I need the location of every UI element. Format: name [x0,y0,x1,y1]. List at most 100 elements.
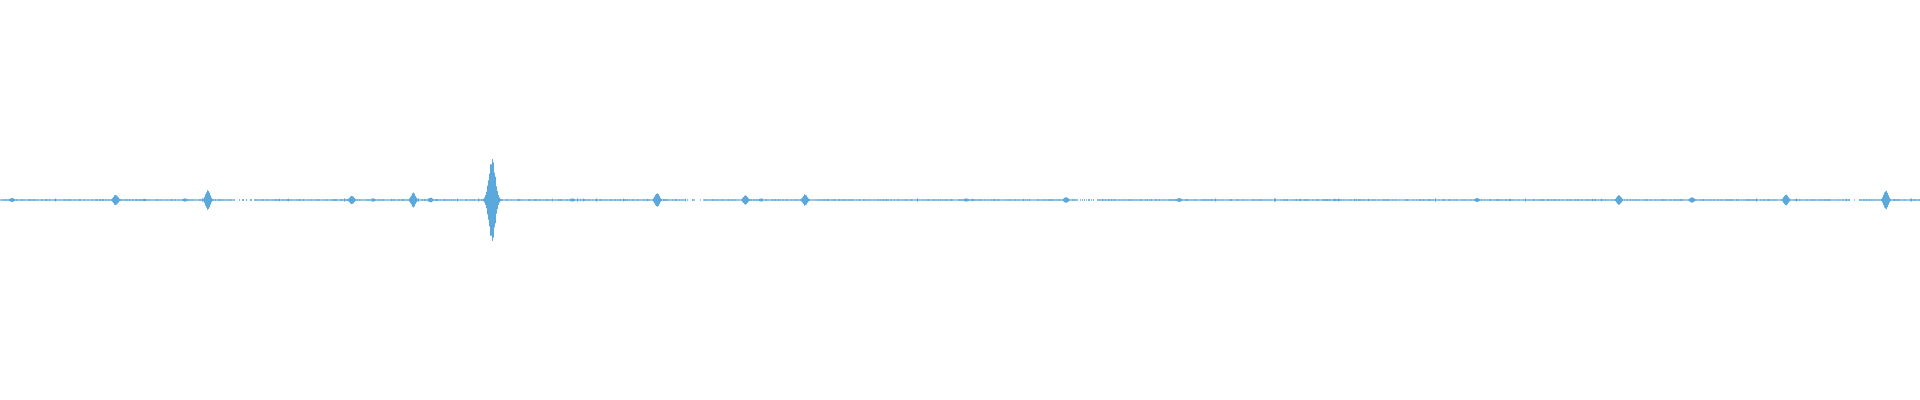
waveform-sample [1883,194,1884,206]
waveform-sample [387,199,388,201]
waveform-sample [50,199,51,201]
waveform-sample [1032,199,1033,201]
waveform-sample [874,199,875,201]
waveform-sample [870,199,871,201]
waveform-sample [657,193,658,207]
waveform-sample [1599,199,1600,201]
waveform-sample [1824,199,1825,201]
waveform-sample [404,199,405,201]
waveform-sample [217,199,218,201]
waveform-sample [365,199,366,201]
waveform-sample [1225,199,1226,201]
waveform-sample [1117,199,1118,201]
waveform-sample [1527,199,1528,201]
waveform-sample [134,199,135,201]
waveform-sample [321,199,322,201]
waveform-sample [480,199,481,201]
waveform-sample [1253,199,1254,201]
waveform-sample [331,199,332,201]
waveform-sample [1587,199,1588,201]
waveform-sample [445,199,446,201]
waveform-sample [1633,199,1634,201]
waveform-sample [650,199,651,201]
waveform-sample [1365,199,1366,201]
waveform-sample [1809,199,1810,201]
waveform-sample [205,194,206,206]
waveform-sample [1129,199,1130,201]
waveform-sample [1591,199,1592,201]
waveform-sample [1916,199,1917,201]
waveform-sample [2,199,3,201]
waveform-sample [544,199,545,201]
waveform-sample [411,195,412,205]
waveform-sample [191,199,192,201]
waveform-sample [1290,199,1291,201]
waveform-sample [604,199,605,201]
waveform-sample [897,199,898,201]
waveform-sample [1566,199,1567,201]
waveform-sample [281,199,282,201]
waveform-sample [521,199,522,201]
waveform-sample [1483,199,1484,201]
waveform-sample [316,199,317,201]
waveform-sample [290,199,291,201]
waveform-sample [1411,199,1412,201]
waveform-sample [1843,199,1844,201]
waveform-sample [485,195,486,205]
waveform-sample [348,198,349,202]
waveform-sample [627,199,628,201]
waveform-sample [432,198,433,202]
waveform-sample [739,199,740,201]
waveform-sample [794,199,795,201]
waveform-sample [1308,199,1309,201]
waveform-sample [175,199,176,201]
waveform-sample [589,199,590,201]
waveform-sample [313,199,314,201]
waveform-sample [1455,199,1456,201]
waveform-sample [636,199,637,201]
waveform-sample [1668,199,1669,201]
waveform-sample [132,199,133,201]
waveform-sample [1382,199,1383,201]
waveform-sample [1656,199,1657,201]
waveform-sample [1463,199,1464,201]
waveform-sample [629,199,630,201]
waveform-sample [1157,199,1158,201]
waveform-sample [1106,199,1107,201]
waveform-sample [1440,199,1441,201]
waveform-sample [1598,199,1599,201]
waveform-sample [549,199,550,201]
waveform-sample [720,199,721,201]
waveform-sample [1164,199,1165,201]
waveform-sample [744,195,745,205]
waveform-sample [1005,199,1006,201]
waveform-sample [1523,199,1524,201]
waveform-sample [1177,198,1178,202]
waveform-sample [977,199,978,201]
waveform-sample [479,199,480,201]
waveform-sample [1072,199,1073,201]
waveform-sample [783,199,784,201]
waveform-sample [1746,199,1747,201]
waveform-sample [301,199,302,201]
waveform-sample [1507,199,1508,201]
waveform-sample [729,199,730,201]
waveform-sample [1703,199,1704,201]
waveform-sample [886,199,887,201]
waveform-sample [851,199,852,201]
waveform-sample [1722,199,1723,201]
waveform-sample [1878,199,1879,201]
waveform-sample [687,199,688,201]
waveform-sample [1679,199,1680,201]
waveform-sample [52,199,53,201]
waveform-sample [900,199,901,201]
waveform-sample [1352,199,1353,201]
waveform-sample [1896,199,1897,201]
waveform-sample [779,199,780,201]
waveform-sample [1516,199,1517,201]
waveform-sample [31,199,32,201]
waveform-sample [1547,199,1548,201]
waveform-sample [1537,199,1538,201]
